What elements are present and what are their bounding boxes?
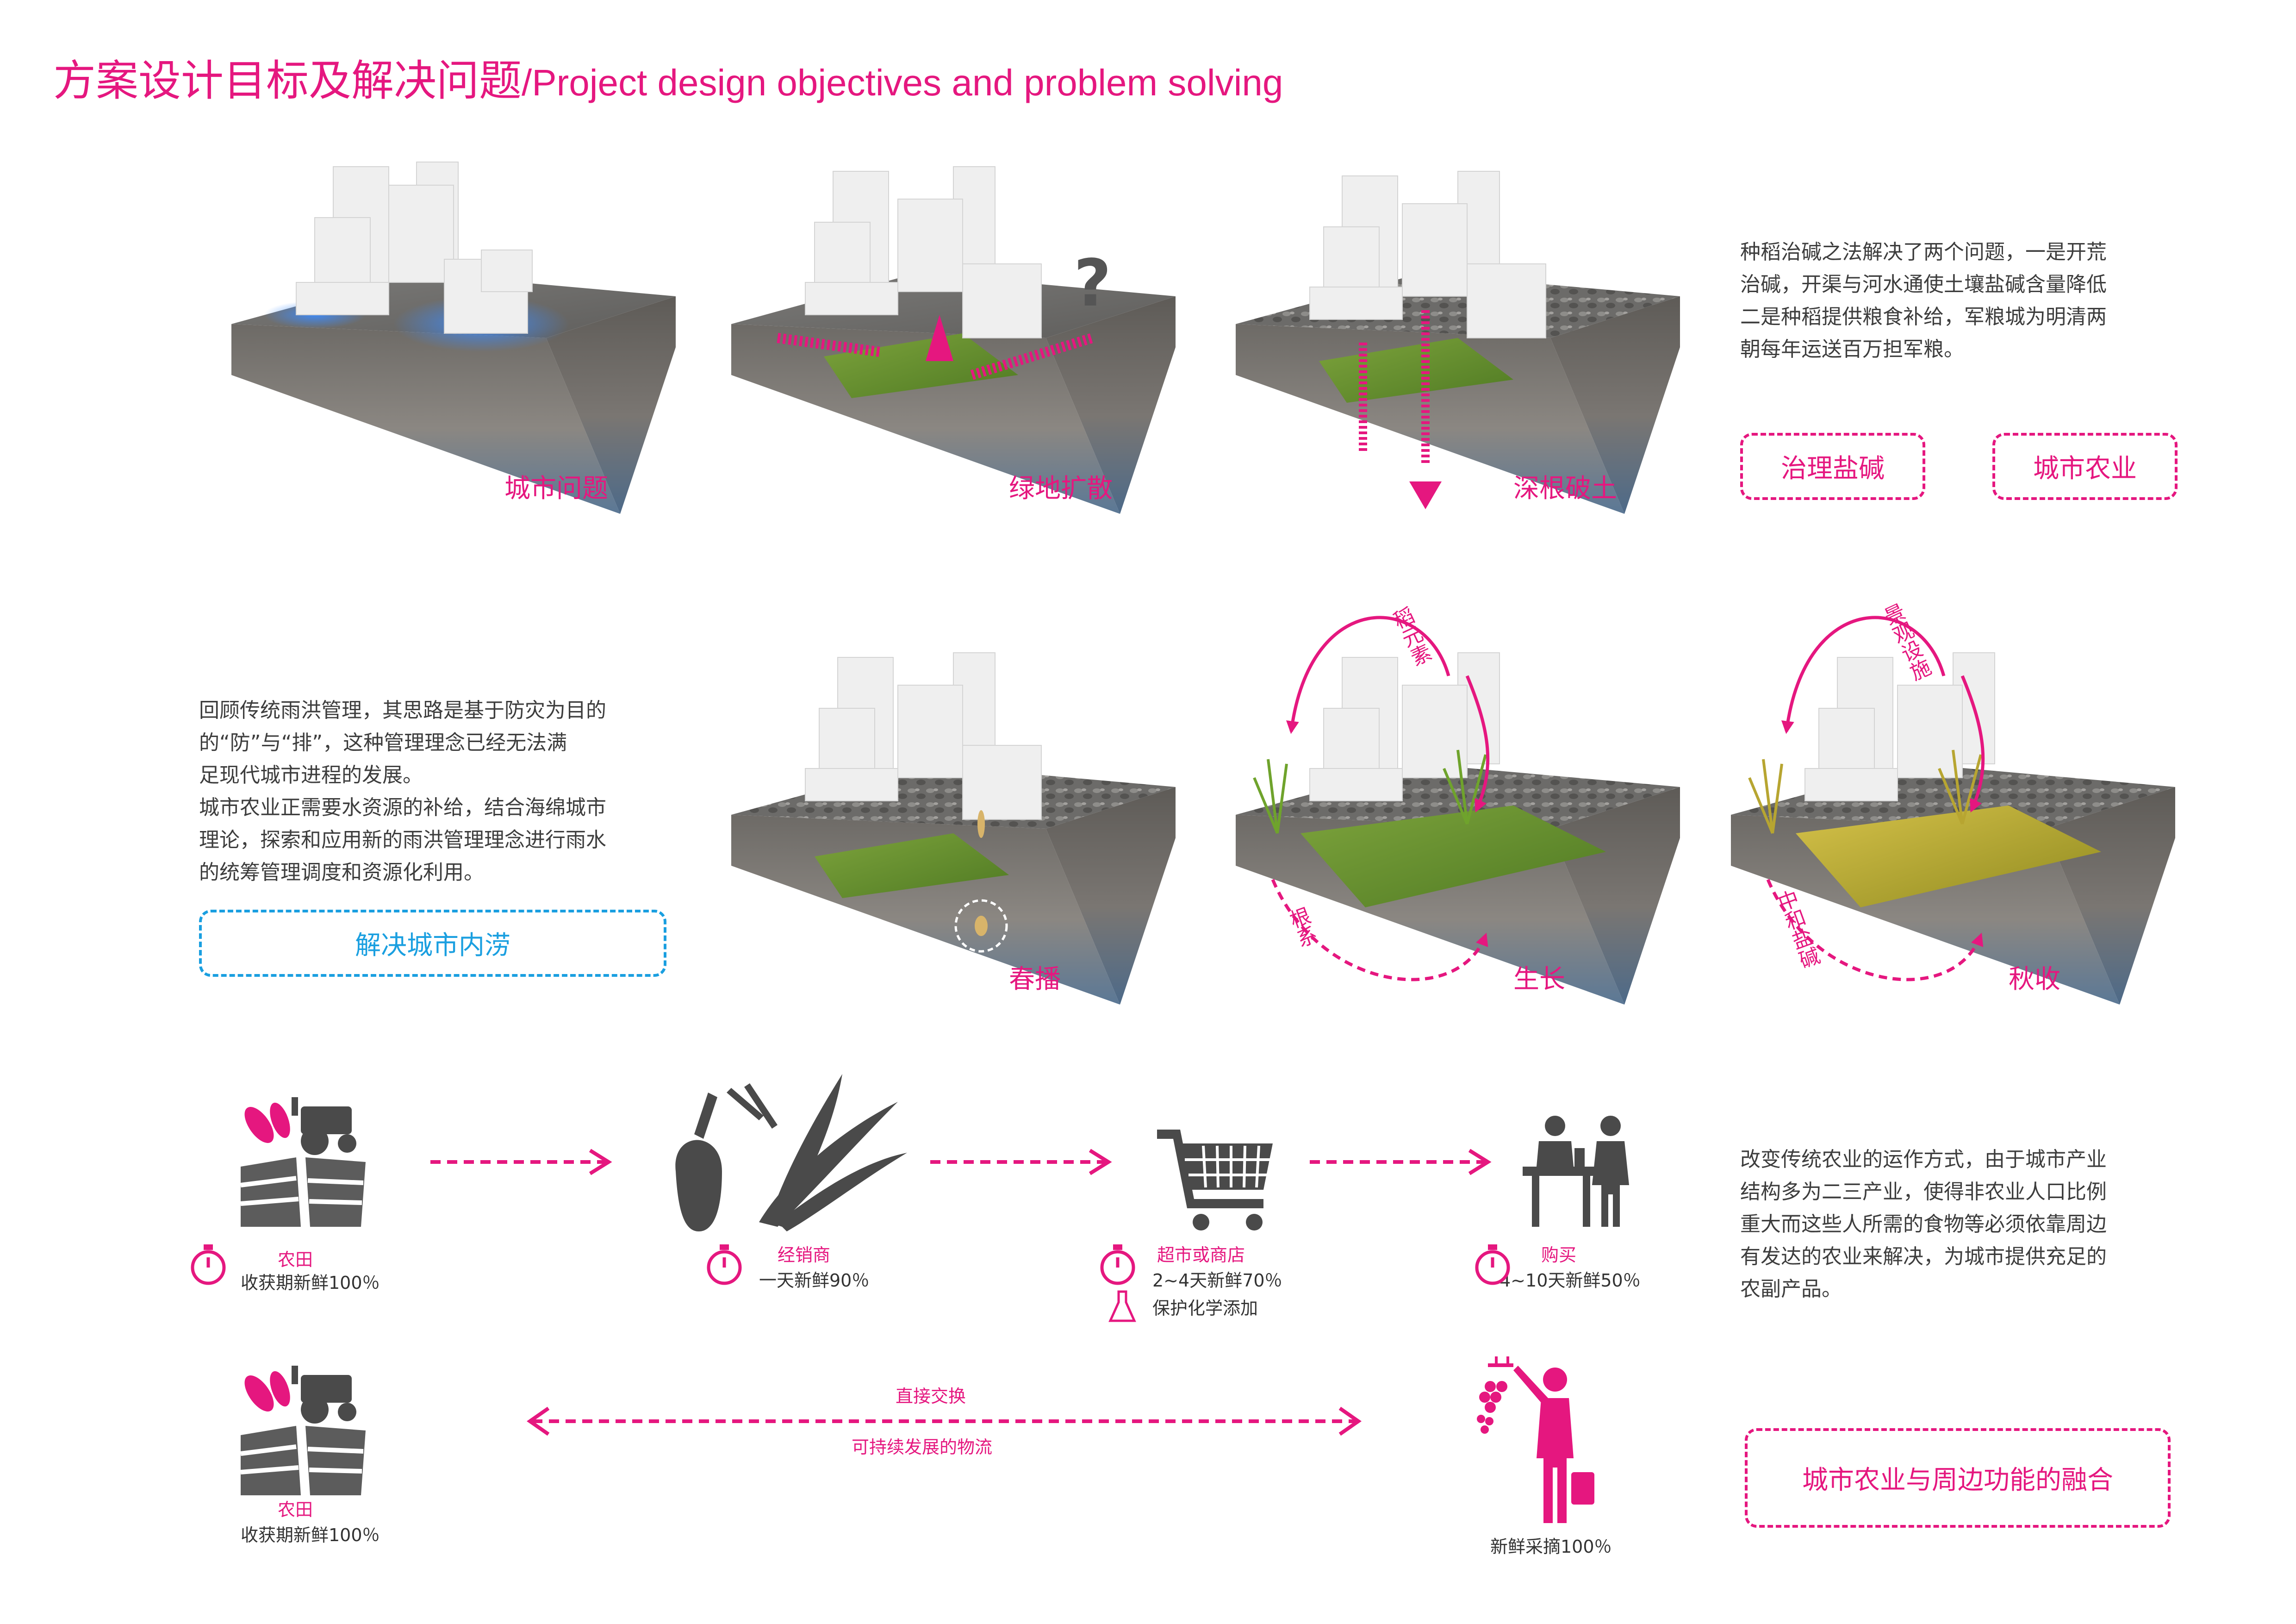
para-line: 足现代城市进程的发展。: [199, 763, 423, 787]
para-line: 农副产品。: [1740, 1277, 1842, 1301]
buyer-detail: 4~10天新鲜50％: [1500, 1270, 1641, 1291]
purchase-counter-icon: [1523, 1116, 1629, 1227]
farm-icon: [240, 1366, 366, 1495]
para-line: 有发达的农业来解决，为城市提供充足的: [1740, 1245, 2107, 1268]
store-name: 超市或商店: [1157, 1245, 1245, 1265]
box-integration-surroundings: 城市农业与周边功能的融合: [1745, 1428, 2171, 1528]
tile-label-spring-sowing: 春播: [1009, 964, 1061, 994]
tile-label-autumn-harvest: 秋收: [2009, 964, 2060, 994]
fruit-picker-icon: [1477, 1356, 1594, 1523]
para-line: 改变传统农业的运作方式，由于城市产业: [1740, 1148, 2107, 1171]
farm-name: 农田: [278, 1249, 313, 1270]
tile-growth: [1236, 616, 1680, 1005]
flask-icon: [1108, 1290, 1136, 1322]
tile-spring-sowing: [731, 652, 1176, 1005]
store-detail: 2~4天新鲜70％: [1152, 1270, 1282, 1291]
vegetable-icon: [675, 1074, 907, 1231]
salt-alkali-paragraph: 种稻治碱之法解决了两个问题，一是开荒 治碱，开渠与河水通使土壤盐碱含量降低 二是…: [1740, 236, 2203, 366]
stopwatch-icon: [1100, 1244, 1135, 1285]
tile-autumn-harvest: [1731, 616, 2175, 1005]
arrow-farm-to-dealer: [430, 1149, 612, 1175]
dealer-detail: 一天新鲜90％: [759, 1270, 870, 1291]
page-title-en: /Project design objectives and problem s…: [522, 62, 1283, 103]
urban-ag-paragraph: 改变传统农业的运作方式，由于城市产业 结构多为二三产业，使得非农业人口比例 重大…: [1740, 1143, 2203, 1305]
para-line: 理论，探索和应用新的雨洪管理理念进行雨水: [199, 828, 606, 852]
buyer-name: 购买: [1541, 1245, 1577, 1265]
arrow-store-to-buyer: [1310, 1149, 1492, 1175]
tile-green-spread: ?: [731, 166, 1176, 514]
stopwatch-icon: [191, 1244, 226, 1285]
tile-label-deep-root: 深根破土: [1513, 474, 1617, 504]
picker-detail: 新鲜采摘100％: [1490, 1537, 1612, 1557]
para-line: 结构多为二三产业，使得非农业人口比例: [1740, 1180, 2107, 1204]
tile-label-growth: 生长: [1513, 964, 1565, 994]
stopwatch-icon: [1475, 1244, 1510, 1285]
tile-deep-root: [1236, 171, 1680, 514]
para-line: 回顾传统雨洪管理，其思路是基于防灾为目的: [199, 699, 606, 722]
tile-label-green-spread: 绿地扩散: [1009, 474, 1113, 504]
para-line: 种稻治碱之法解决了两个问题，一是开荒: [1740, 240, 2107, 264]
question-mark: ?: [1074, 246, 1111, 321]
rainwater-paragraph: 回顾传统雨洪管理，其思路是基于防灾为目的 的“防”与“排”，这种管理理念已经无法…: [199, 694, 699, 889]
shopping-cart-icon: [1157, 1130, 1273, 1230]
para-line: 的统筹管理调度和资源化利用。: [199, 861, 484, 884]
para-line: 治碱，开渠与河水通使土壤盐碱含量降低: [1740, 273, 2107, 296]
box-salt-alkali-control: 治理盐碱: [1740, 433, 1925, 500]
para-line: 朝每年运送百万担军粮。: [1740, 337, 1964, 361]
page-title: 方案设计目标及解决问题/Project design objectives an…: [53, 46, 1283, 108]
para-line: 城市农业正需要水资源的补给，结合海绵城市: [199, 796, 606, 819]
double-arrow-direct-exchange: [527, 1406, 1362, 1436]
farm-detail-direct: 收获期新鲜100％: [241, 1525, 380, 1545]
box-urban-agriculture: 城市农业: [1992, 433, 2178, 500]
box-solve-waterlogging: 解决城市内涝: [199, 910, 666, 977]
para-line: 的“防”与“排”，这种管理理念已经无法满: [199, 731, 567, 755]
store-extra: 保护化学添加: [1152, 1298, 1258, 1318]
page-title-cn: 方案设计目标及解决问题: [53, 56, 522, 106]
tile-city-problem: [231, 162, 676, 514]
tile-label-city-problem: 城市问题: [504, 474, 608, 504]
arrow-dealer-to-store: [930, 1149, 1112, 1175]
para-line: 重大而这些人所需的食物等必须依靠周边: [1740, 1212, 2107, 1236]
para-line: 二是种稻提供粮食补给，军粮城为明清两: [1740, 305, 2107, 329]
arrow-label-sustainable-logistics: 可持续发展的物流: [852, 1437, 993, 1457]
arrow-label-direct-exchange: 直接交换: [896, 1386, 966, 1406]
farm-detail: 收获期新鲜100％: [241, 1273, 380, 1293]
stopwatch-icon: [707, 1244, 742, 1285]
dealer-name: 经销商: [778, 1245, 831, 1265]
farm-name-direct: 农田: [278, 1499, 313, 1520]
farm-icon: [240, 1097, 366, 1227]
